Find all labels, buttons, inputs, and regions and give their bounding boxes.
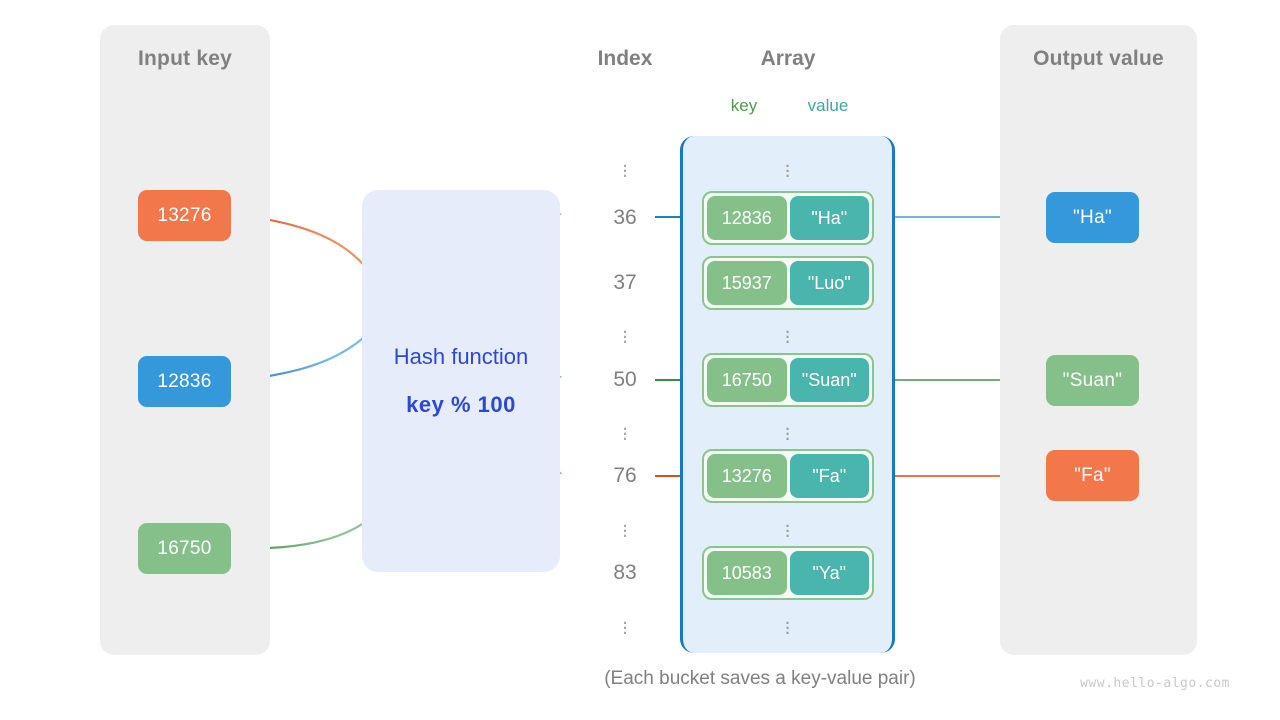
index-ellipsis: ... (622, 315, 628, 348)
bucket[interactable]: 16750"Suan" (702, 353, 874, 407)
bucket-value: "Suan" (789, 358, 869, 402)
index-ellipsis: ... (622, 149, 628, 182)
hash-function-formula: key % 100 (406, 392, 516, 417)
index-label: 83 (613, 561, 637, 584)
input-panel-title: Input key (138, 47, 232, 70)
output-value-chip[interactable]: "Fa" (1046, 450, 1139, 501)
output-value-chip[interactable]: "Suan" (1046, 355, 1139, 406)
index-label: 37 (613, 271, 637, 294)
array-ellipsis: ... (784, 509, 791, 542)
index-label: 76 (613, 464, 637, 487)
hash-function-box (362, 190, 560, 572)
bucket-value: "Ya" (789, 551, 869, 595)
bucket[interactable]: 10583"Ya" (702, 546, 874, 600)
input-key-chip[interactable]: 12836 (138, 356, 231, 407)
bucket-value: "Luo" (789, 261, 869, 305)
hash-function-label: Hash function (393, 344, 529, 369)
output-value-panel: Output value (1000, 25, 1197, 655)
bucket-key: 12836 (707, 196, 787, 240)
bucket-value: "Fa" (789, 454, 869, 498)
index-label: 36 (613, 206, 637, 229)
output-panel-title: Output value (1033, 47, 1164, 70)
key-subheading: key (730, 96, 758, 115)
bucket-key: 10583 (707, 551, 787, 595)
index-ellipsis: ... (622, 412, 628, 445)
output-value-chip[interactable]: "Ha" (1046, 192, 1139, 243)
index-ellipsis: ... (622, 509, 628, 542)
array-ellipsis: ... (784, 315, 791, 348)
bucket-key: 13276 (707, 454, 787, 498)
input-key-chip[interactable]: 16750 (138, 523, 231, 574)
bucket-key: 16750 (707, 358, 787, 402)
bucket-value: "Ha" (789, 196, 869, 240)
bucket[interactable]: 13276"Fa" (702, 449, 874, 503)
array-ellipsis: ... (784, 412, 791, 445)
index-label: 50 (613, 368, 637, 391)
array-ellipsis: ... (784, 149, 791, 182)
diagram-caption: (Each bucket saves a key-value pair) (604, 668, 916, 689)
index-ellipsis: ... (622, 606, 628, 639)
input-key-chip[interactable]: 13276 (138, 190, 231, 241)
value-subheading: value (807, 96, 849, 115)
index-column-heading: Index (597, 47, 653, 70)
watermark: www.hello-algo.com (1080, 676, 1230, 691)
array-ellipsis: ... (784, 606, 791, 639)
bucket[interactable]: 12836"Ha" (702, 191, 874, 245)
bucket[interactable]: 15937"Luo" (702, 256, 874, 310)
bucket-key: 15937 (707, 261, 787, 305)
array-column-heading: Array (760, 47, 816, 70)
